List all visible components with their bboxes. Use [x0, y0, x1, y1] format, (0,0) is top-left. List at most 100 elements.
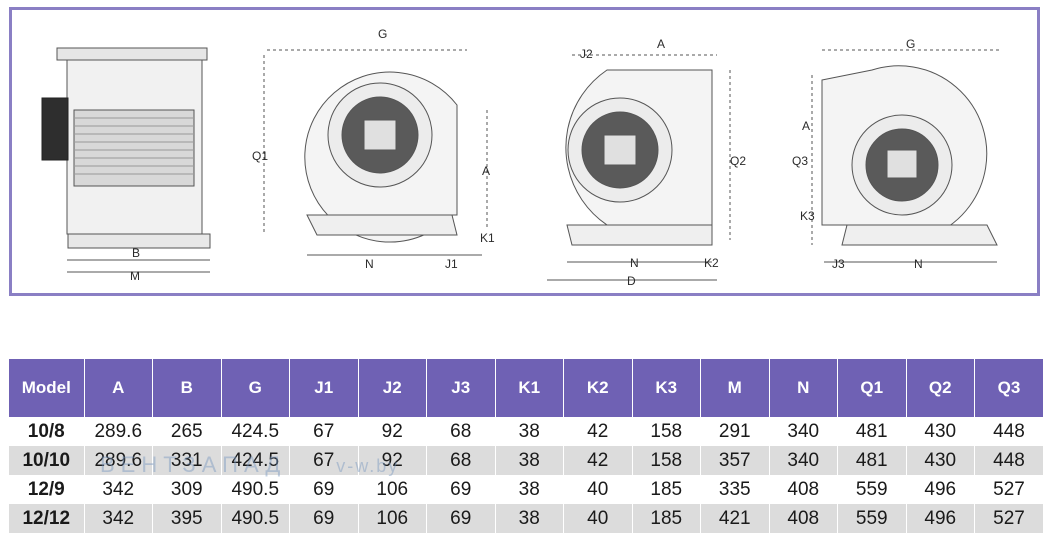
table-cell: 69 [426, 504, 496, 533]
header-cell: Model [9, 359, 85, 417]
side-view-drawing [41, 47, 211, 273]
table-cell: 448 [974, 446, 1043, 475]
table-cell: 69 [289, 504, 359, 533]
dim-label: K3 [800, 209, 815, 223]
table-row: 12/12 342 395 490.5 69 106 69 38 40 185 … [9, 504, 1043, 533]
table-cell: 490.5 [221, 504, 290, 533]
table-cell: 67 [289, 417, 359, 446]
table-cell: 331 [152, 446, 222, 475]
table-cell: 559 [837, 475, 907, 504]
dim-label: G [906, 37, 915, 51]
table-cell: 430 [906, 446, 975, 475]
dim-label: K2 [704, 256, 719, 270]
table-cell: 10/8 [9, 417, 85, 446]
dim-label: B [132, 246, 140, 260]
front-view-1-drawing [263, 49, 488, 256]
table-cell: 335 [700, 475, 770, 504]
table-cell: 496 [906, 504, 975, 533]
table-cell: 340 [769, 446, 838, 475]
drawing-frame: B M G Q1 A K1 N J1 J2 A Q2 N K2 D G Q3 A… [9, 7, 1040, 296]
dim-label: D [627, 274, 636, 288]
table-cell: 38 [495, 475, 564, 504]
dim-label: Q2 [730, 154, 746, 168]
table-cell: 158 [632, 417, 701, 446]
table-cell: 309 [152, 475, 222, 504]
dim-label: G [378, 27, 387, 41]
table-cell: 490.5 [221, 475, 290, 504]
table-cell: 527 [974, 504, 1043, 533]
table-row: 12/9 342 309 490.5 69 106 69 38 40 185 3… [9, 475, 1043, 504]
table-cell: 69 [426, 475, 496, 504]
table-cell: 40 [563, 475, 633, 504]
table-cell: 342 [84, 504, 153, 533]
header-cell: A [84, 359, 153, 417]
table-cell: 67 [289, 446, 359, 475]
table-header-row: Model A B G J1 J2 J3 K1 K2 K3 M N Q1 Q2 … [9, 359, 1043, 417]
header-cell: K1 [495, 359, 564, 417]
dim-label: M [130, 269, 140, 283]
dim-label: J2 [580, 47, 593, 61]
dim-label: K1 [480, 231, 495, 245]
table-cell: 69 [289, 475, 359, 504]
header-cell: J3 [426, 359, 496, 417]
table-cell: 395 [152, 504, 222, 533]
fan-drawings: B M G Q1 A K1 N J1 J2 A Q2 N K2 D G Q3 A… [41, 27, 1002, 288]
table-cell: 559 [837, 504, 907, 533]
header-cell: K2 [563, 359, 633, 417]
table-cell: 38 [495, 504, 564, 533]
table-cell: 481 [837, 417, 907, 446]
dim-label: A [657, 37, 665, 51]
table-cell: 342 [84, 475, 153, 504]
table-cell: 185 [632, 475, 701, 504]
table-row: 10/10 289.6 331 424.5 67 92 68 38 42 158… [9, 446, 1043, 475]
table-cell: 408 [769, 475, 838, 504]
table-row: 10/8 289.6 265 424.5 67 92 68 38 42 158 … [9, 417, 1043, 446]
table-cell: 106 [358, 475, 427, 504]
table-cell: 430 [906, 417, 975, 446]
dim-label: J1 [445, 257, 458, 271]
table-cell: 38 [495, 417, 564, 446]
table-cell: 265 [152, 417, 222, 446]
table-cell: 357 [700, 446, 770, 475]
header-cell: K3 [632, 359, 701, 417]
dim-label: N [365, 257, 374, 271]
table-cell: 424.5 [221, 446, 290, 475]
dim-label: N [914, 257, 923, 271]
header-cell: J1 [289, 359, 359, 417]
table-cell: 496 [906, 475, 975, 504]
table-cell: 92 [358, 417, 427, 446]
header-cell: Q2 [906, 359, 975, 417]
front-view-3-drawing [811, 49, 1002, 263]
header-cell: N [769, 359, 838, 417]
dim-label: Q1 [252, 149, 268, 163]
table-cell: 106 [358, 504, 427, 533]
table-cell: 291 [700, 417, 770, 446]
table-cell: 421 [700, 504, 770, 533]
table-cell: 92 [358, 446, 427, 475]
table-cell: 42 [563, 417, 633, 446]
table-cell: 42 [563, 446, 633, 475]
table-cell: 340 [769, 417, 838, 446]
table-cell: 12/12 [9, 504, 85, 533]
header-cell: G [221, 359, 290, 417]
dimensions-table: Model A B G J1 J2 J3 K1 K2 K3 M N Q1 Q2 … [9, 359, 1043, 533]
table-cell: 527 [974, 475, 1043, 504]
header-cell: Q3 [974, 359, 1043, 417]
dim-label: N [630, 256, 639, 270]
dim-label: A [482, 164, 490, 178]
table-cell: 38 [495, 446, 564, 475]
table-cell: 158 [632, 446, 701, 475]
table-cell: 68 [426, 417, 496, 446]
table-cell: 40 [563, 504, 633, 533]
header-cell: J2 [358, 359, 427, 417]
front-view-2-drawing [547, 54, 731, 281]
table-cell: 289.6 [84, 446, 153, 475]
header-cell: M [700, 359, 770, 417]
table-cell: 424.5 [221, 417, 290, 446]
table-cell: 289.6 [84, 417, 153, 446]
table-cell: 408 [769, 504, 838, 533]
watermark-site: v-w.by [336, 456, 400, 476]
dim-label: Q3 [792, 154, 808, 168]
table-cell: 481 [837, 446, 907, 475]
